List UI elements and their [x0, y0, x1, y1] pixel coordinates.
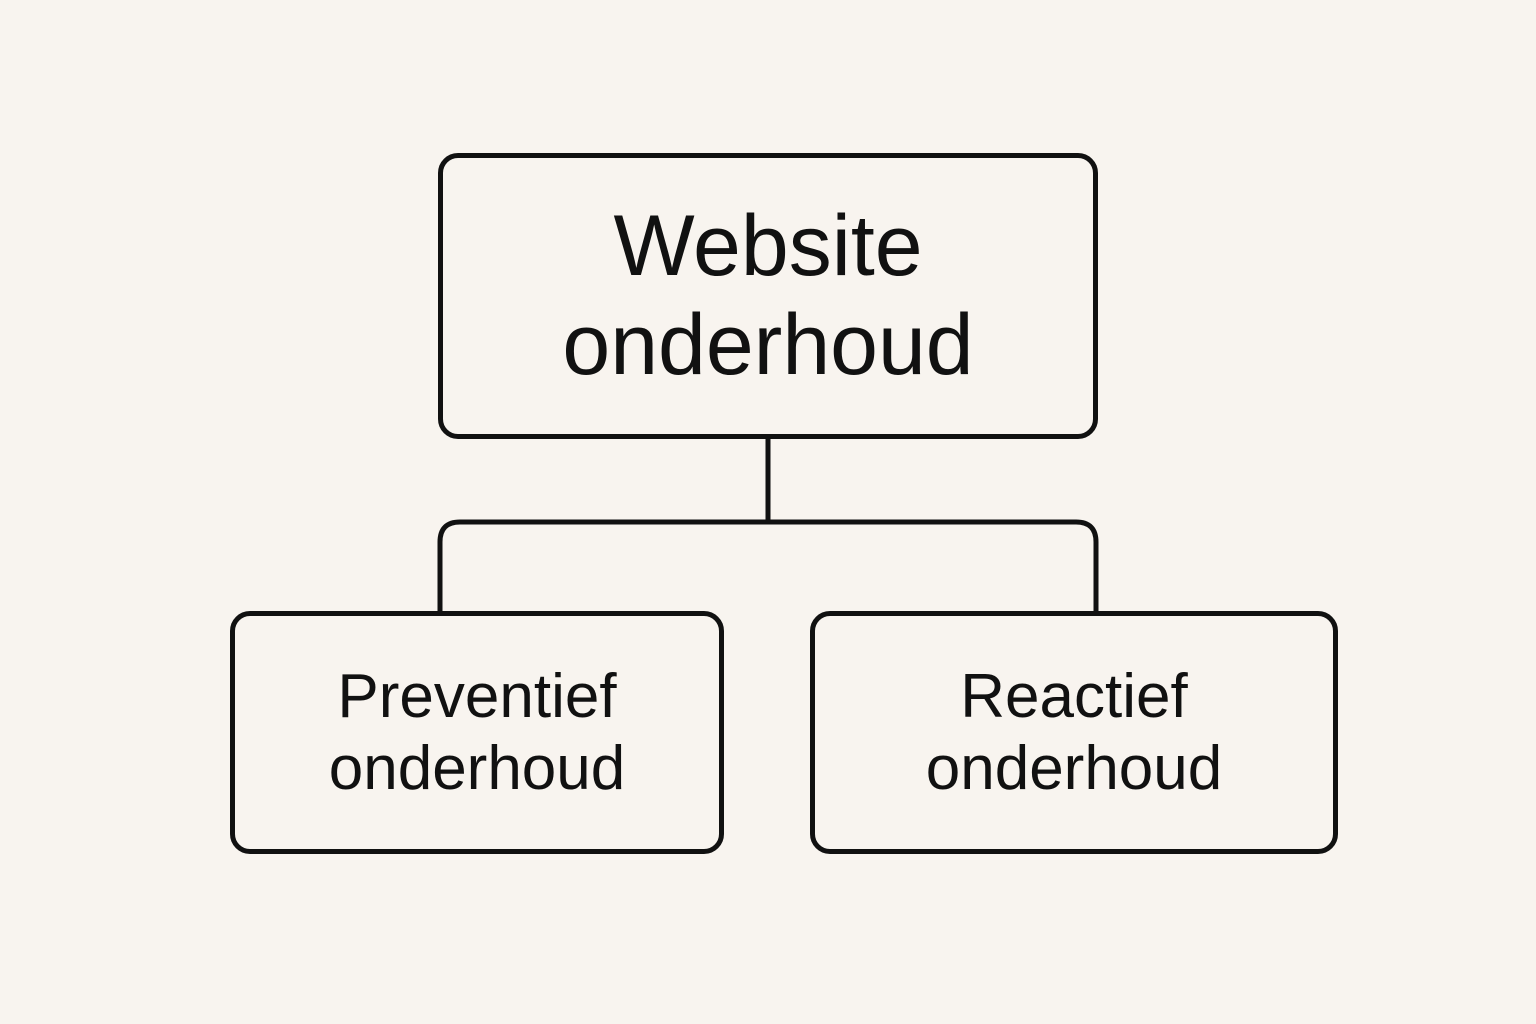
- node-reactief-onderhoud: Reactief onderhoud: [810, 611, 1338, 854]
- node-right-line-2: onderhoud: [925, 733, 1223, 803]
- node-root-line-1: Website: [613, 198, 923, 295]
- connector-branch: [437, 519, 1099, 612]
- node-website-onderhoud: Website onderhoud: [438, 153, 1098, 439]
- node-left-line-2: onderhoud: [328, 733, 626, 803]
- node-left-line-1: Preventief: [337, 662, 617, 732]
- node-right-line-1: Reactief: [960, 662, 1188, 732]
- node-preventief-onderhoud: Preventief onderhoud: [230, 611, 724, 854]
- node-root-line-2: onderhoud: [562, 297, 974, 393]
